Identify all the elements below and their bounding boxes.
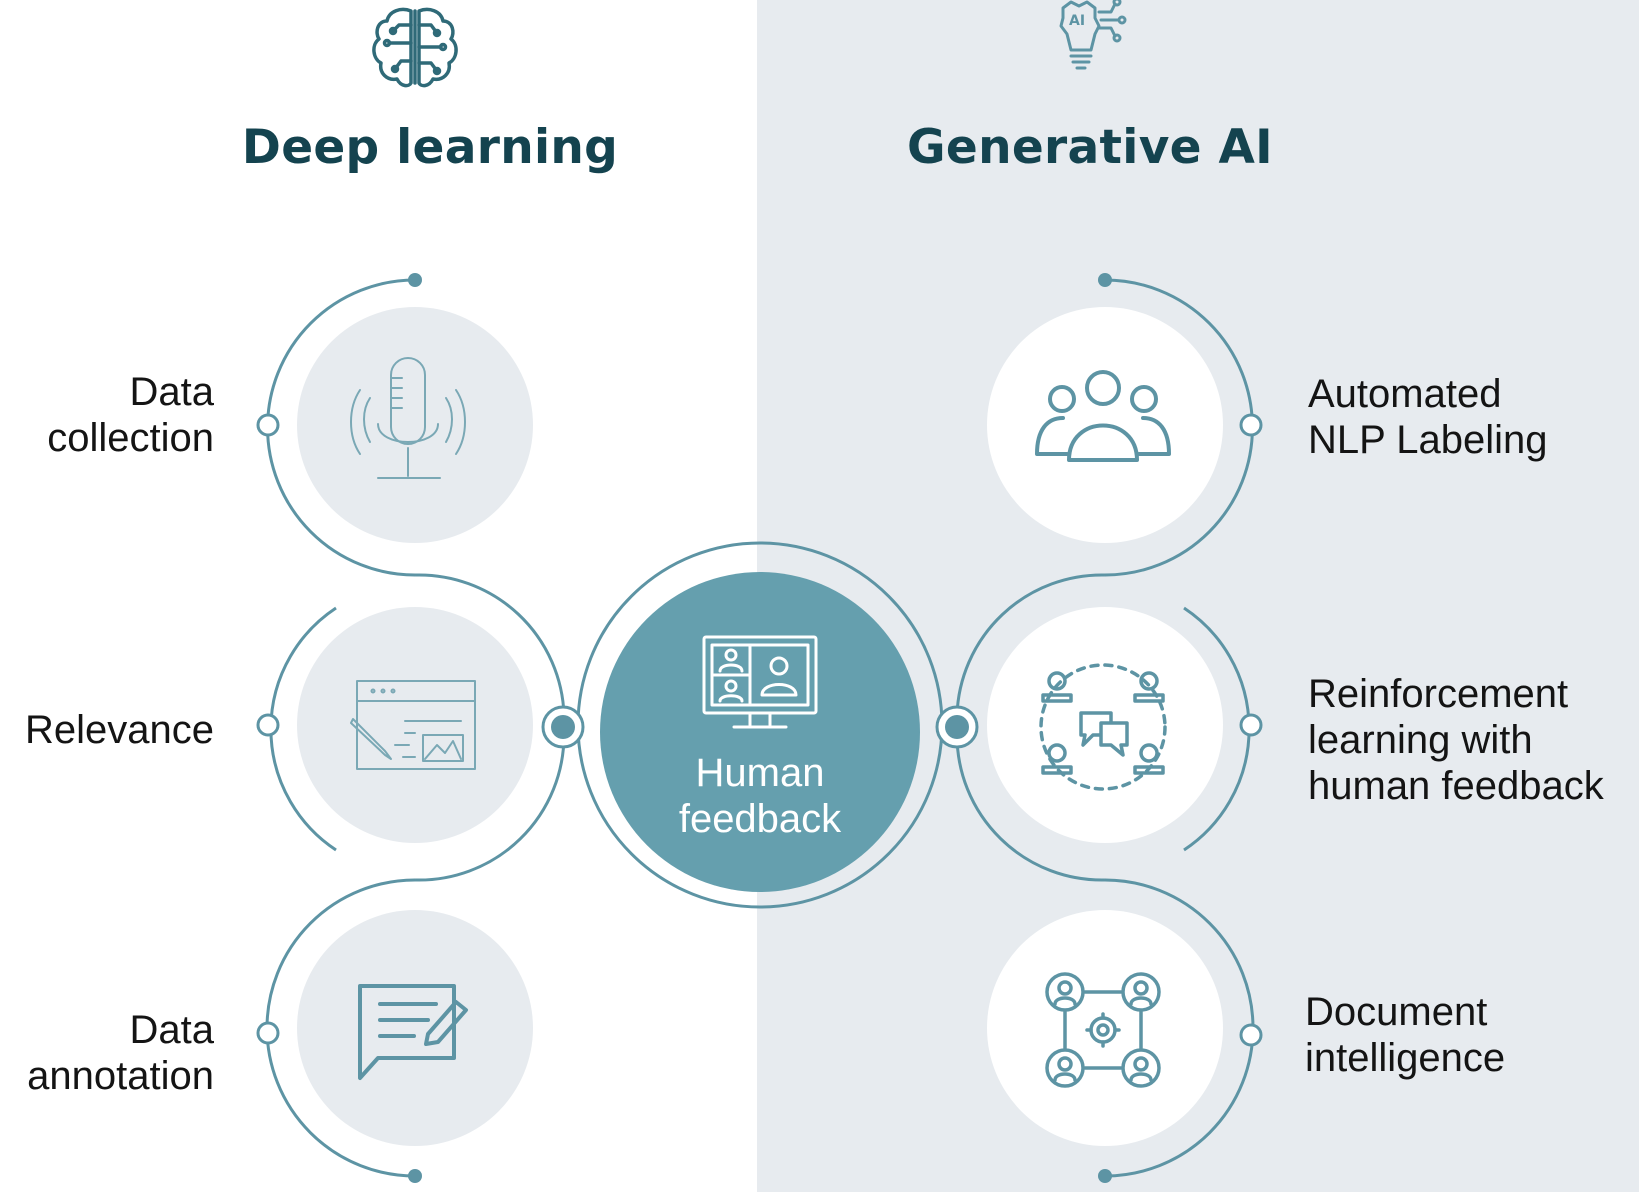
- label-line: human feedback: [1308, 764, 1605, 808]
- right-junction-dot: [935, 705, 979, 749]
- label-line: intelligence: [1305, 1036, 1505, 1080]
- brain-circuit-icon: [372, 7, 458, 88]
- data-collection-circle: [297, 307, 533, 543]
- label-line: annotation: [27, 1054, 214, 1098]
- ai-lightbulb-icon: AI: [1059, 0, 1127, 70]
- label-automated-nlp: Automated NLP Labeling: [1308, 372, 1547, 462]
- label-line: Automated: [1308, 372, 1501, 416]
- label-rlhf: Reinforcement learning with human feedba…: [1308, 672, 1605, 808]
- label-line: Document: [1305, 990, 1487, 1034]
- web-page-edit-icon: [350, 680, 476, 770]
- data-annotation-circle: [297, 910, 533, 1146]
- human-feedback-circle: [600, 572, 920, 892]
- left-junction-dot: [541, 705, 585, 749]
- document-intelligence-dot: [1239, 1023, 1263, 1047]
- center-label-line2: feedback: [679, 797, 842, 841]
- left-top-endpoint: [408, 273, 422, 287]
- label-document-intelligence: Document intelligence: [1305, 990, 1505, 1080]
- label-line: collection: [47, 416, 214, 460]
- automated-nlp-dot: [1239, 413, 1263, 437]
- data-collection-dot: [256, 413, 280, 437]
- label-line: Reinforcement: [1308, 672, 1568, 716]
- chat-cycle-icon: [1039, 663, 1167, 791]
- right-bottom-endpoint: [1098, 1169, 1112, 1183]
- generative-ai-title: Generative AI: [907, 120, 1273, 175]
- network-gear-icon: [1045, 972, 1161, 1088]
- label-line: Relevance: [25, 708, 214, 752]
- label-line: learning with: [1308, 718, 1533, 762]
- rlhf-dot: [1239, 713, 1263, 737]
- document-intelligence-circle: [987, 910, 1223, 1146]
- users-group-icon: [1035, 370, 1171, 462]
- microphone-icon: [350, 357, 466, 479]
- label-line: NLP Labeling: [1308, 418, 1547, 462]
- label-relevance: Relevance: [25, 708, 214, 752]
- relevance-circle: [297, 607, 533, 843]
- deep-learning-title: Deep learning: [242, 120, 618, 175]
- ai-icon-text: AI: [1069, 13, 1085, 29]
- label-line: Data: [130, 1008, 215, 1052]
- data-annotation-dot: [256, 1021, 280, 1045]
- relevance-dot: [256, 713, 280, 737]
- right-top-endpoint: [1098, 273, 1112, 287]
- chat-edit-icon: [358, 984, 468, 1080]
- label-line: Data: [130, 370, 215, 414]
- label-data-annotation: Data annotation: [27, 1008, 215, 1098]
- video-conference-monitor-icon: [702, 635, 818, 729]
- left-bottom-endpoint: [408, 1169, 422, 1183]
- label-data-collection: Data collection: [47, 370, 215, 460]
- center-label-line1: Human: [696, 751, 825, 795]
